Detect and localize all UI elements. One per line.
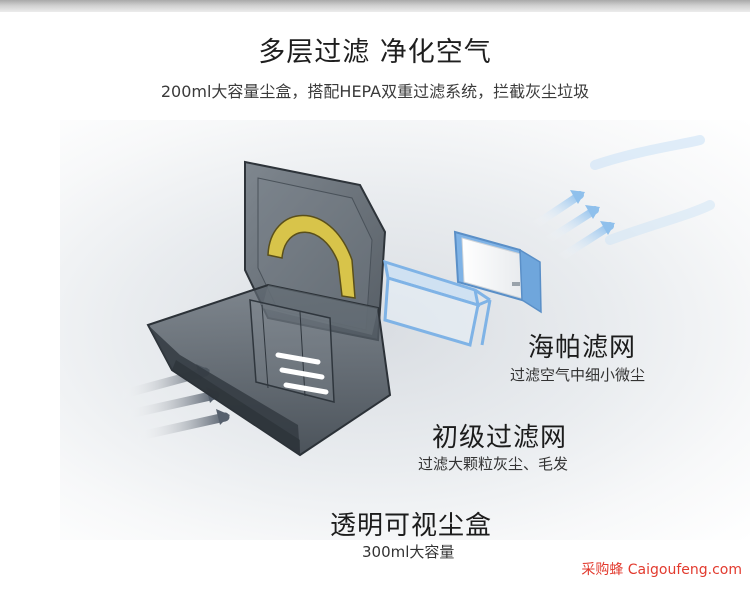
airflow-inner-icon — [275, 352, 329, 395]
hepa-frame-bracket — [383, 259, 492, 347]
airflow-out-icon — [531, 135, 715, 262]
hepa-filter-desc: 过滤空气中细小微尘 — [510, 366, 646, 384]
hepa-filter-title: 海帕滤网 — [528, 333, 637, 363]
page-title: 多层过滤 净化空气 — [258, 37, 492, 68]
page-subtitle: 200ml大容量尘盒，搭配HEPA双重过滤系统，拦截灰尘垃圾 — [160, 82, 590, 101]
dust-box-desc: 300ml大容量 — [362, 543, 455, 561]
top-border-band — [0, 0, 750, 12]
dust-box-title: 透明可视尘盒 — [330, 511, 493, 541]
hepa-filter — [453, 230, 542, 314]
primary-filter-desc: 过滤大颗粒灰尘、毛发 — [418, 455, 569, 473]
watermark-text: 采购蜂 Caigoufeng.com — [581, 562, 742, 578]
primary-filter-title: 初级过滤网 — [432, 423, 568, 453]
